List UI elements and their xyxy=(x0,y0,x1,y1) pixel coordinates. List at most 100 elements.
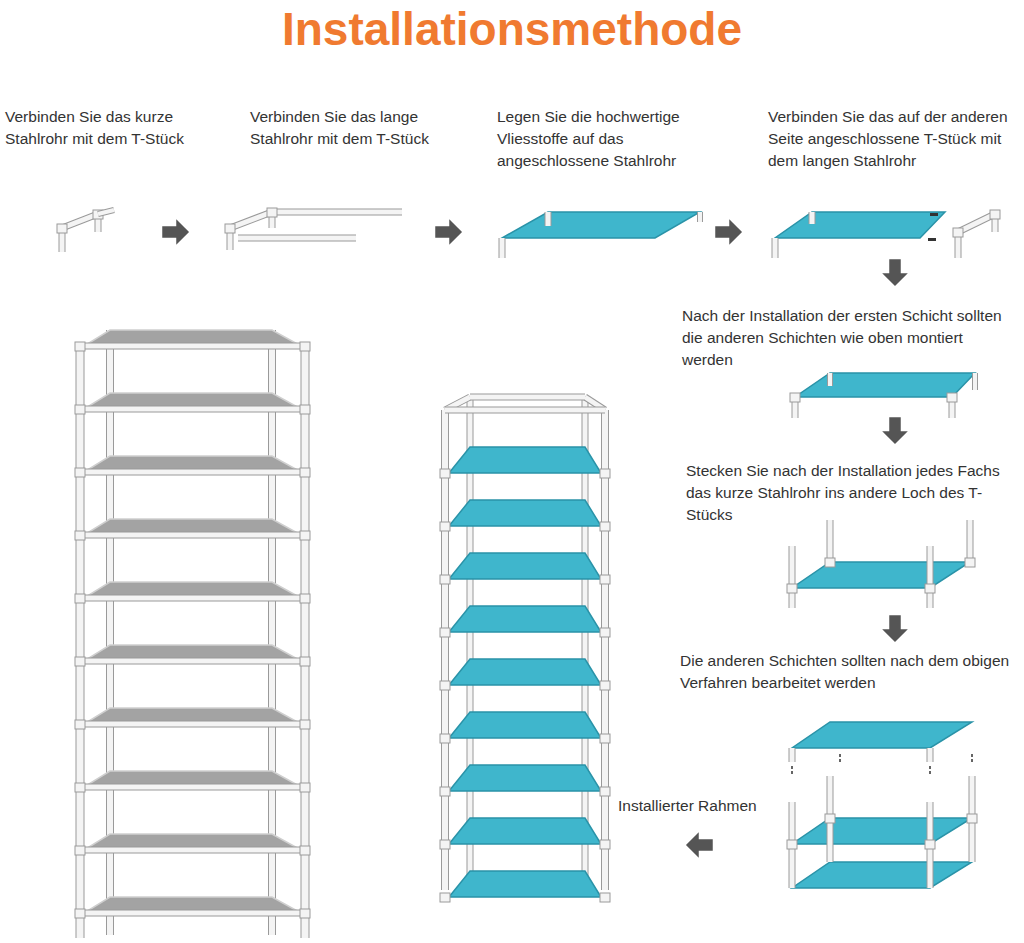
t-connector xyxy=(300,468,310,477)
steel-tube xyxy=(602,410,608,890)
step-arrow xyxy=(716,221,741,243)
t-connector xyxy=(300,594,310,603)
steel-tube xyxy=(80,532,305,539)
t-connector xyxy=(925,584,935,593)
steel-tube xyxy=(828,818,833,862)
t-connector xyxy=(300,783,310,792)
t-connector xyxy=(600,734,610,743)
steel-tube xyxy=(80,785,305,790)
steel-tube xyxy=(790,802,795,844)
steel-tube xyxy=(827,818,834,862)
t-connector xyxy=(225,224,235,233)
step-instruction: Nach der Installation der ersten Schicht… xyxy=(682,305,1018,371)
fabric-shelf xyxy=(449,606,601,632)
t-connector xyxy=(75,594,85,603)
steel-tube xyxy=(80,722,305,727)
steel-tube xyxy=(958,214,995,232)
step-instruction: Installierter Rahmen xyxy=(618,795,757,817)
insert-mark xyxy=(930,213,938,216)
step-arrow xyxy=(884,260,906,285)
steel-tube xyxy=(973,373,977,390)
steel-tube xyxy=(80,848,305,853)
t-connector xyxy=(440,681,450,690)
steel-tube xyxy=(970,776,975,818)
steel-tube xyxy=(98,210,114,214)
fabric-shelf xyxy=(449,447,601,473)
step-instruction: Verbinden Sie das auf der anderen Seite … xyxy=(768,106,1020,172)
t-connector xyxy=(825,814,835,823)
t-connector xyxy=(953,228,963,237)
step-arrow xyxy=(436,221,461,243)
t-connector xyxy=(440,787,450,796)
fabric-shelf xyxy=(449,765,601,791)
steel-tube xyxy=(928,844,933,888)
t-connector xyxy=(440,522,450,531)
steel-tube xyxy=(927,844,934,888)
steel-tube xyxy=(927,802,934,844)
fabric-shelf xyxy=(502,212,700,238)
t-connector xyxy=(300,657,310,666)
step-arrow xyxy=(884,418,906,443)
t-connector xyxy=(790,393,800,402)
step-instruction: Stecken Sie nach der Installation jedes … xyxy=(686,460,1018,526)
steel-tube xyxy=(80,847,305,854)
steel-tube xyxy=(500,238,505,258)
steel-tube xyxy=(789,748,796,762)
fabric-shelf xyxy=(792,862,972,888)
t-connector xyxy=(600,575,610,584)
steel-tube xyxy=(272,210,402,215)
t-connector xyxy=(300,720,310,729)
steel-tube xyxy=(789,546,796,588)
steel-tube xyxy=(80,596,305,601)
steel-tube xyxy=(301,345,310,938)
steel-tube xyxy=(546,212,551,226)
steel-tube xyxy=(827,776,834,818)
t-connector xyxy=(600,469,610,478)
steel-tube xyxy=(80,658,305,665)
steel-tube xyxy=(80,469,305,476)
insert-mark xyxy=(928,238,936,241)
steel-tube xyxy=(969,776,976,818)
steel-tube xyxy=(80,784,305,791)
steel-tube xyxy=(601,410,609,890)
t-connector xyxy=(600,840,610,849)
steel-tube xyxy=(970,818,975,862)
t-connector xyxy=(440,575,450,584)
t-connector xyxy=(75,405,85,414)
step-instruction: Verbinden Sie das lange Stahlrohr mit de… xyxy=(250,106,482,150)
t-connector xyxy=(75,468,85,477)
fabric-shelf xyxy=(449,818,601,844)
steel-tube xyxy=(80,407,305,412)
t-connector xyxy=(440,893,450,902)
t-connector xyxy=(75,846,85,855)
steel-tube xyxy=(773,238,778,258)
steel-tube xyxy=(499,238,506,258)
t-connector xyxy=(75,657,85,666)
steel-tube xyxy=(789,844,796,888)
fabric-shelf xyxy=(449,712,601,738)
fabric-shelf xyxy=(792,722,972,748)
t-connector xyxy=(787,584,797,593)
t-connector xyxy=(267,208,277,217)
t-connector xyxy=(75,531,85,540)
steel-tube xyxy=(810,212,815,224)
steel-tube xyxy=(470,394,585,401)
steel-tube xyxy=(80,659,305,664)
steel-tube xyxy=(442,410,448,890)
steel-tube xyxy=(445,408,605,413)
t-connector xyxy=(440,628,450,637)
steel-tube xyxy=(927,546,934,588)
t-connector xyxy=(75,783,85,792)
t-connector xyxy=(300,405,310,414)
steel-tube xyxy=(80,470,305,475)
steel-tube xyxy=(230,212,272,228)
t-connector xyxy=(600,628,610,637)
steel-tube xyxy=(272,209,402,216)
steel-tube xyxy=(972,373,978,390)
steel-tube xyxy=(441,410,449,890)
t-connector xyxy=(440,840,450,849)
steel-tube xyxy=(80,595,305,602)
t-connector xyxy=(825,558,835,567)
steel-tube xyxy=(928,546,933,588)
fabric-shelf xyxy=(792,562,970,588)
